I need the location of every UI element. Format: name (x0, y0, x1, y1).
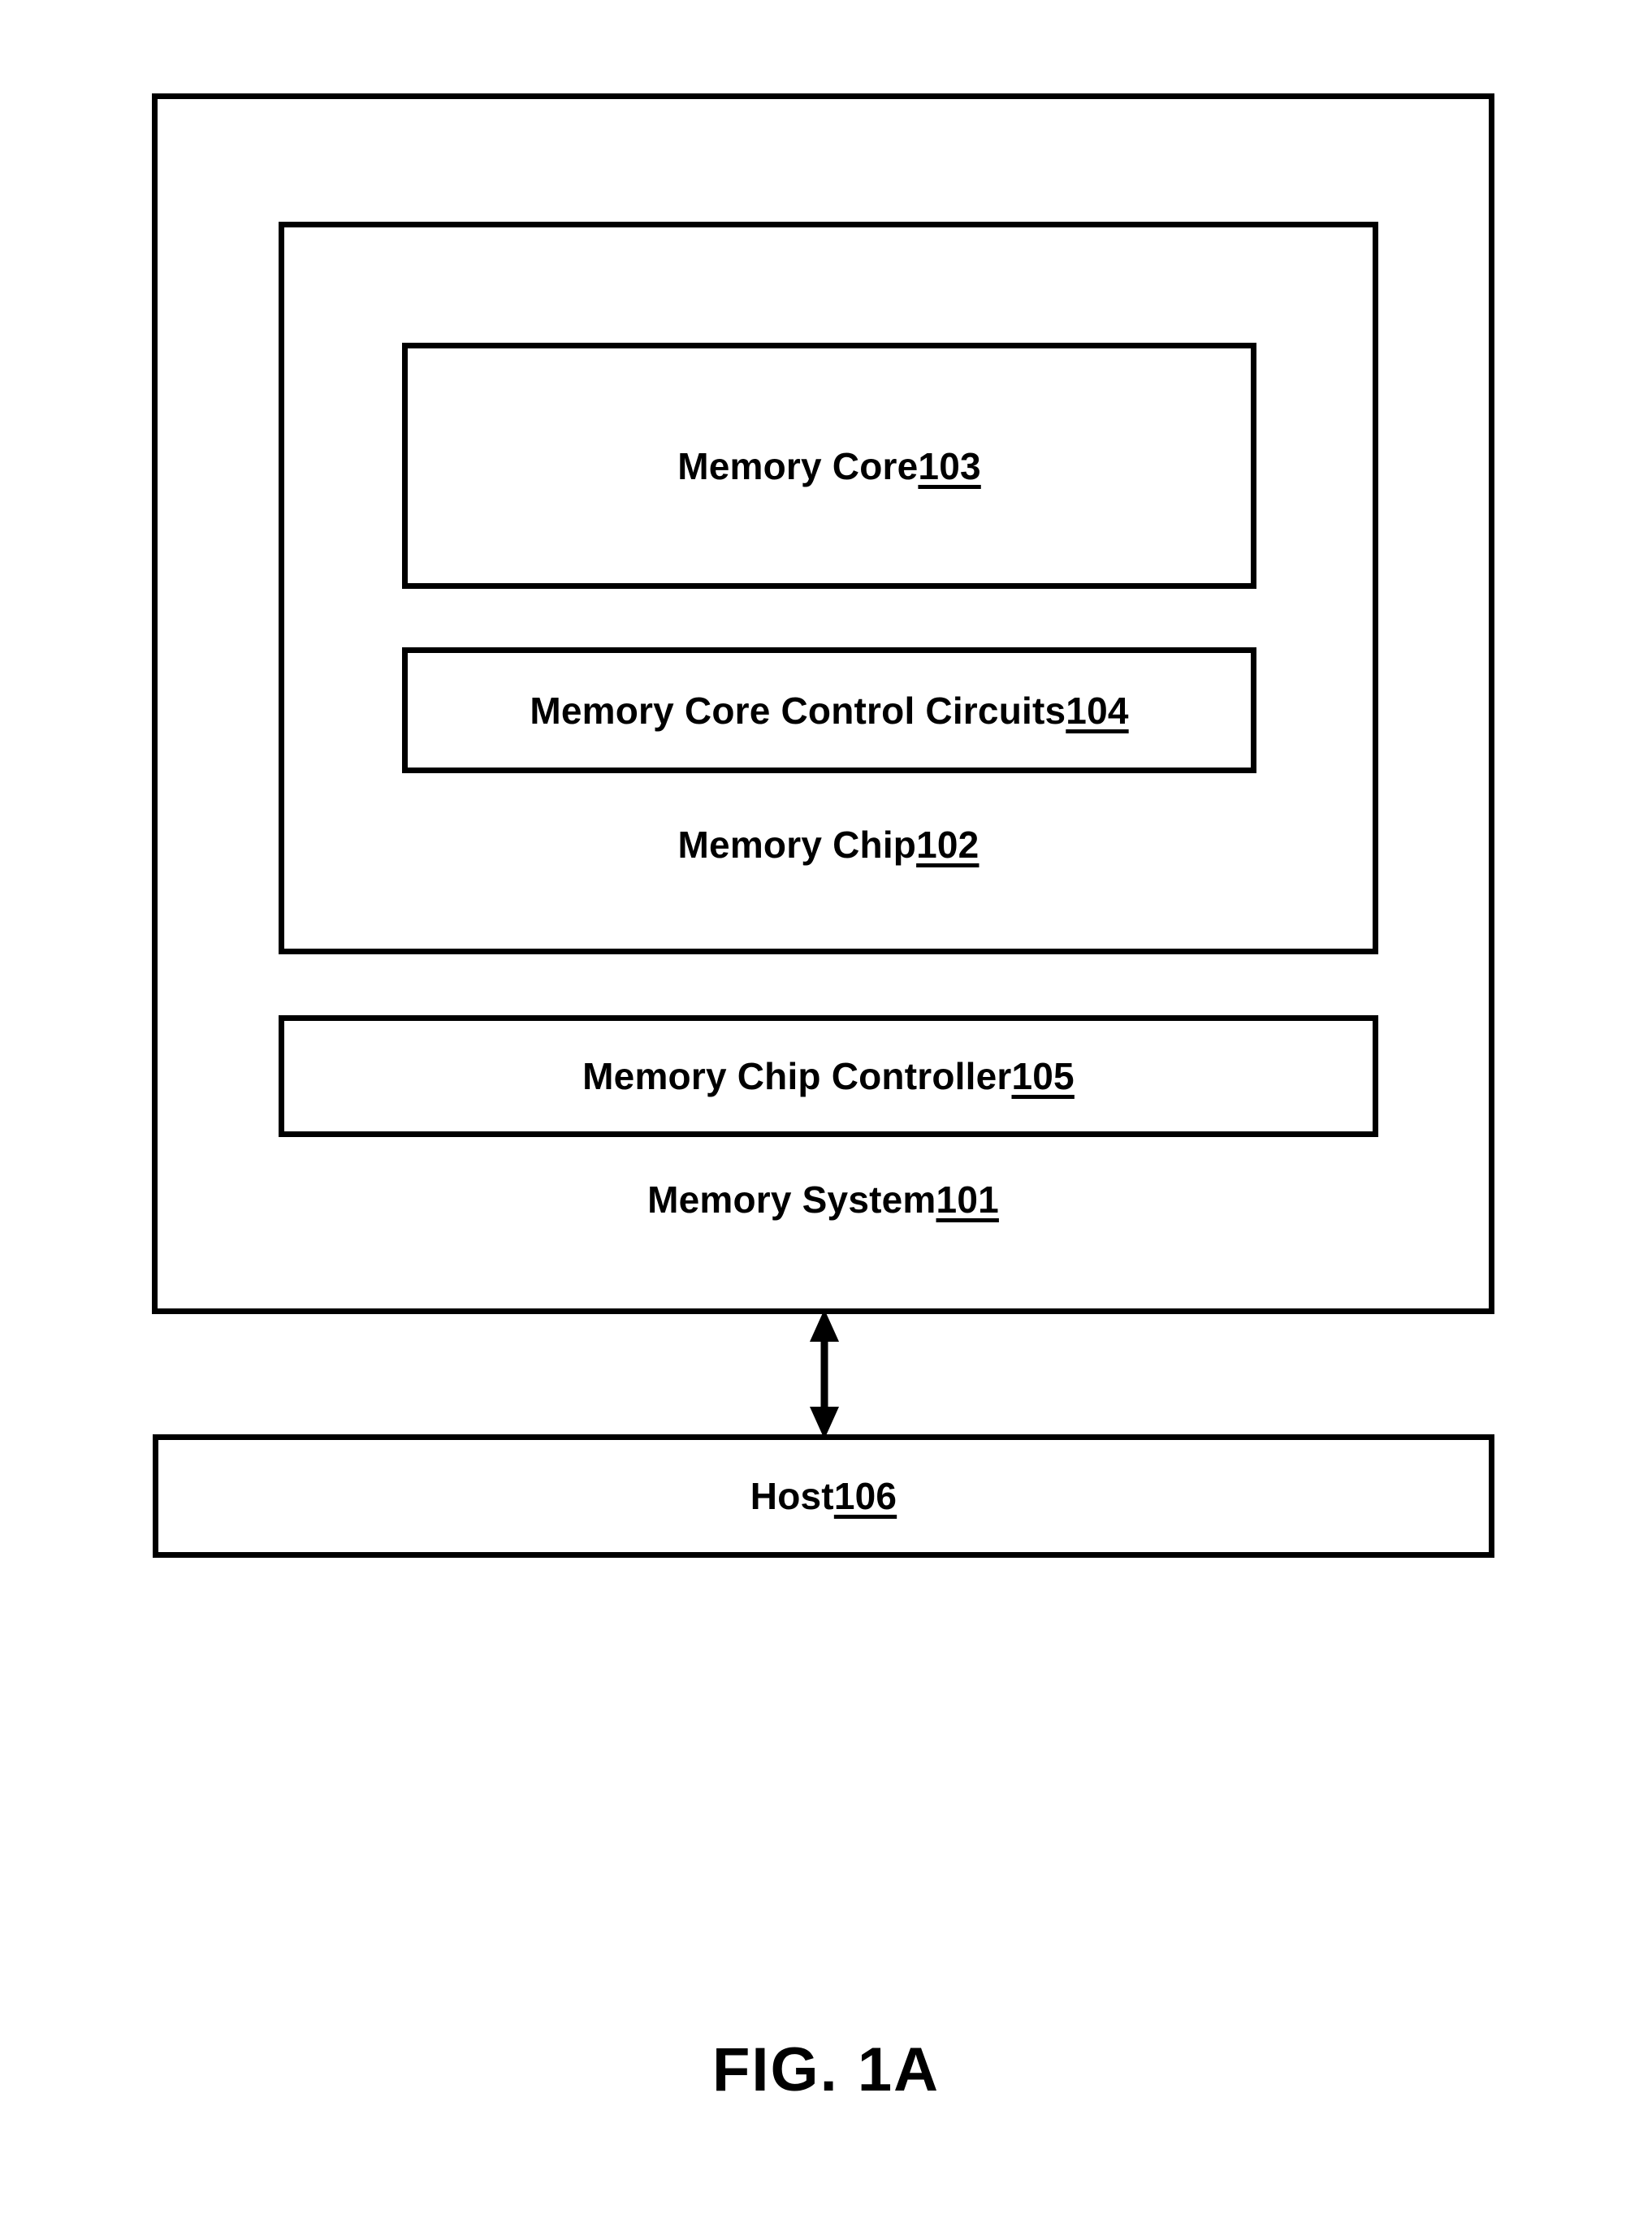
memory-system-label: Memory System 101 (158, 1155, 1489, 1244)
memory-core-control-circuits-block: Memory Core Control Circuits 104 (402, 647, 1256, 773)
host-label-text: Host (750, 1475, 834, 1517)
memory-core-control-circuits-label: Memory Core Control Circuits 104 (408, 653, 1251, 768)
memory-chip-label: Memory Chip 102 (284, 800, 1373, 889)
memory-core-control-circuits-ref-numeral: 104 (1066, 689, 1129, 732)
host-label: Host 106 (158, 1440, 1489, 1552)
host-ref-numeral: 106 (833, 1475, 897, 1517)
memory-system-to-host-double-arrow-icon (810, 1309, 839, 1439)
memory-chip-label-text: Memory Chip (677, 824, 917, 866)
memory-chip-controller-label-text: Memory Chip Controller (582, 1055, 1012, 1097)
memory-system-block: Memory Core 103 Memory Core Control Circ… (152, 93, 1494, 1314)
memory-system-label-text: Memory System (647, 1178, 936, 1221)
memory-core-ref-numeral: 103 (918, 444, 981, 487)
connector-arrowhead-up (810, 1309, 839, 1342)
memory-chip-ref-numeral: 102 (916, 824, 980, 866)
memory-core-control-circuits-label-text: Memory Core Control Circuits (530, 689, 1066, 732)
memory-chip-block: Memory Core 103 Memory Core Control Circ… (279, 222, 1378, 954)
memory-chip-controller-block: Memory Chip Controller 105 (279, 1015, 1378, 1137)
memory-core-label-text: Memory Core (677, 444, 919, 487)
memory-chip-controller-ref-numeral: 105 (1011, 1055, 1075, 1097)
memory-core-label: Memory Core 103 (408, 348, 1251, 583)
figure-caption: FIG. 1A (711, 2035, 941, 2104)
host-block: Host 106 (153, 1434, 1494, 1558)
connector-arrowhead-down (810, 1407, 839, 1439)
memory-core-block: Memory Core 103 (402, 343, 1256, 589)
memory-chip-controller-label: Memory Chip Controller 105 (284, 1021, 1373, 1131)
memory-system-ref-numeral: 101 (936, 1178, 999, 1221)
